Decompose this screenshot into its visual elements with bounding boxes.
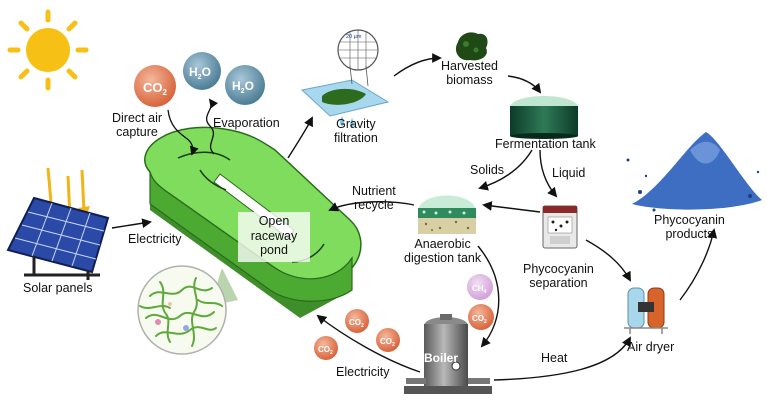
svg-text:CO2: CO2: [318, 345, 333, 356]
label-fermentation-tank: Fermentation tank: [495, 137, 596, 151]
co2-bubble-digestion: CO2: [468, 304, 494, 330]
label-electricity-left: Electricity: [128, 232, 182, 246]
arrow-fermentation-to-digestion: [478, 149, 533, 191]
arrow-digestion-to-boiler: [477, 245, 500, 348]
scale-bar-label: 20 µm: [346, 34, 362, 40]
label-air-dryer: Air dryer: [627, 340, 675, 354]
label-anaerobic-digestion-tank: Anaerobic digestion tank: [404, 237, 482, 265]
co2-bubble-bottom-3: CO2: [314, 336, 338, 360]
arrow-evaporation: [205, 98, 219, 155]
arrow-dryer-to-products: [679, 228, 718, 301]
label-nutrient-recycle: Nutrient recycle: [352, 184, 396, 212]
label-evaporation: Evaporation: [213, 116, 280, 130]
h2o-bubble-1: H2O: [183, 52, 221, 90]
arrow-pond-to-filtration: [287, 116, 313, 159]
svg-text:CO2: CO2: [143, 80, 168, 97]
svg-text:CH4: CH4: [472, 284, 487, 295]
fermentation-tank-icon: [510, 96, 578, 139]
ch4-bubble: CH4: [467, 274, 493, 300]
boiler-icon: [404, 314, 492, 394]
separation-device-icon: [542, 205, 578, 249]
arrow-filtration-to-biomass: [393, 53, 442, 77]
label-direct-air-capture: Direct air capture: [112, 111, 163, 139]
h2o-bubble-2: H2O: [225, 65, 265, 105]
digestion-tank-icon: [418, 195, 476, 234]
label-solar-panels: Solar panels: [23, 281, 93, 295]
label-solids: Solids: [470, 163, 505, 177]
label-gravity-filtration: Gravity filtration: [334, 117, 378, 145]
label-liquid: Liquid: [552, 166, 586, 180]
sun-icon: [7, 9, 89, 91]
svg-text:CO2: CO2: [349, 318, 364, 329]
arrow-nutrient-recycle: [328, 201, 415, 212]
label-heat: Heat: [541, 351, 568, 365]
arrow-solar-to-pond: [111, 218, 152, 229]
arrow-fermentation-to-separation: [539, 149, 558, 198]
label-electricity-bottom: Electricity: [336, 365, 390, 379]
filtration-icon: [300, 29, 390, 128]
co2-bubble-bottom-1: CO2: [345, 309, 369, 333]
arrow-heat: [493, 336, 631, 381]
arrow-separation-to-dryer: [585, 239, 631, 282]
label-harvested-biomass: Harvested biomass: [441, 59, 498, 87]
svg-text:CO2: CO2: [472, 314, 487, 325]
arrow-air-capture: [167, 109, 199, 156]
biomass-icon: [455, 32, 488, 61]
arrow-separation-to-digestion: [482, 201, 541, 213]
label-open-raceway-pond: Open raceway pond: [238, 212, 310, 262]
arrow-biomass-to-fermentation: [507, 75, 542, 94]
algae-microscope-view: [137, 265, 238, 355]
label-phycocyanin-products: Phycocyanin products: [654, 213, 725, 241]
solar-panel-icon: [6, 196, 110, 280]
svg-text:CO2: CO2: [380, 337, 395, 348]
air-dryer-icon: [624, 287, 668, 334]
arrow-boiler-to-pond: [316, 314, 421, 373]
label-phycocyanin-separation: Phycocyanin separation: [523, 262, 594, 290]
co2-bubble-bottom-2: CO2: [376, 328, 400, 352]
co2-bubble-capture: CO2: [134, 65, 176, 107]
phycocyanin-powder-icon: [626, 132, 762, 212]
label-boiler: Boiler: [424, 351, 459, 365]
